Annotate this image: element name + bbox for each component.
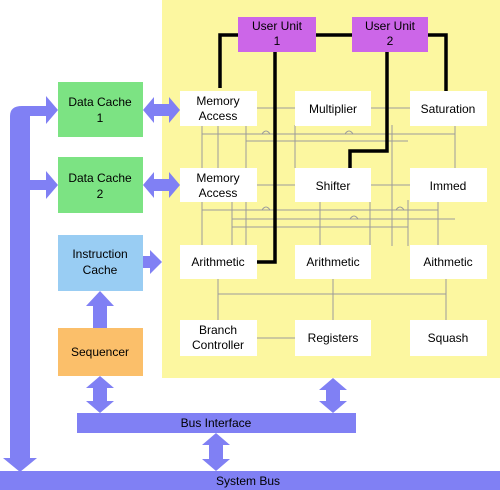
unit-multiplier: Multiplier: [295, 91, 371, 126]
icache-to-core-arrow: [143, 250, 162, 274]
unit-memory-access-1: Memory Access: [180, 91, 257, 126]
memory-access-1-line1: Memory: [196, 94, 239, 108]
data-cache-1-line2: 1: [97, 111, 104, 125]
unit-immed: Immed: [410, 168, 487, 202]
unit-arithmetic-2: Arithmetic: [295, 245, 371, 279]
user-unit-1-label-line1: User Unit: [252, 19, 303, 33]
data-cache-1-line1: Data Cache: [68, 95, 132, 109]
sequencer: Sequencer: [58, 328, 143, 376]
immed-label: Immed: [430, 179, 467, 193]
data-cache-2-line1: Data Cache: [68, 171, 132, 185]
arithmetic-3-label: Aithmetic: [423, 255, 472, 269]
branch-controller-line2: Controller: [192, 338, 244, 352]
sequencer-to-icache-arrow: [86, 291, 114, 328]
unit-saturation: Saturation: [410, 91, 487, 126]
multiplier-label: Multiplier: [309, 102, 357, 116]
sequencer-bus-interface-arrow: [86, 376, 114, 413]
user-unit-wires: [218, 33, 448, 264]
user-unit-1-label-line2: 1: [274, 34, 281, 48]
instruction-cache: Instruction Cache: [58, 235, 143, 291]
unit-shifter: Shifter: [295, 168, 371, 202]
watermark: 52RD.com: [440, 463, 487, 474]
system-bus: System Bus: [0, 471, 500, 490]
arithmetic-2-label: Arithmetic: [306, 255, 359, 269]
unit-branch-controller: Branch Controller: [180, 320, 257, 356]
saturation-label: Saturation: [421, 102, 476, 116]
squash-label: Squash: [428, 331, 469, 345]
core-bus-interface-arrow: [319, 378, 347, 413]
registers-label: Registers: [308, 331, 359, 345]
shifter-label: Shifter: [316, 179, 351, 193]
user-unit-2-label-line2: 2: [387, 34, 394, 48]
left-bus-arrow: [3, 96, 58, 472]
unit-registers: Registers: [295, 320, 371, 356]
interconnect-wires: [201, 107, 456, 339]
bus-interface-system-bus-arrow: [202, 433, 230, 471]
dc1-memory-access-arrow: [143, 97, 180, 123]
unit-squash: Squash: [410, 320, 487, 356]
data-cache-2-line2: 2: [97, 187, 104, 201]
memory-access-2-line2: Access: [199, 186, 238, 200]
memory-access-2-line1: Memory: [196, 171, 239, 185]
arithmetic-1-label: Arithmetic: [191, 255, 244, 269]
data-cache-2: Data Cache 2: [58, 157, 143, 213]
unit-memory-access-2: Memory Access: [180, 168, 257, 202]
branch-controller-line1: Branch: [199, 323, 237, 337]
user-unit-1: User Unit 1: [238, 17, 316, 52]
bus-arrows: [3, 96, 347, 472]
instruction-cache-line2: Cache: [83, 263, 118, 277]
unit-arithmetic-3: Aithmetic: [410, 245, 487, 279]
user-unit-2: User Unit 2: [352, 17, 428, 52]
sequencer-label: Sequencer: [71, 345, 129, 359]
bus-interface: Bus Interface: [77, 413, 356, 433]
system-bus-label: System Bus: [216, 474, 280, 488]
user-unit-2-label-line1: User Unit: [365, 19, 416, 33]
data-cache-1: Data Cache 1: [58, 82, 143, 137]
dc2-memory-access-arrow: [143, 172, 180, 198]
bus-interface-label: Bus Interface: [181, 416, 252, 430]
instruction-cache-line1: Instruction: [72, 247, 127, 261]
unit-arithmetic-1: Arithmetic: [180, 245, 257, 279]
memory-access-1-line2: Access: [199, 109, 238, 123]
